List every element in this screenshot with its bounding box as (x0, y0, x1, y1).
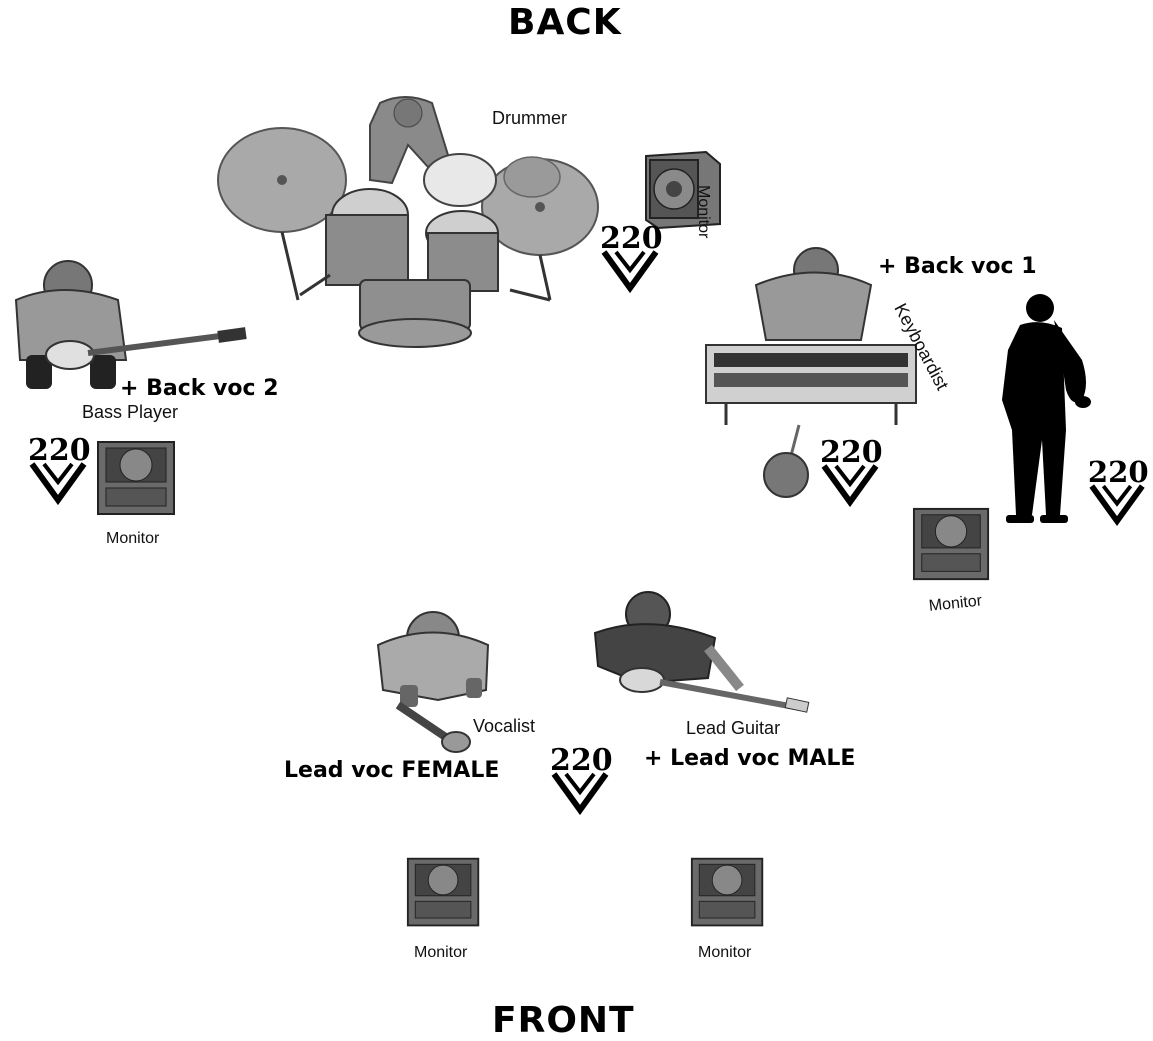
power-outlet-icon: 220 (820, 435, 883, 508)
drummer-label: Drummer (492, 108, 567, 128)
vocalist-label: Vocalist (473, 716, 536, 736)
power-outlet-icon: 220 (600, 221, 663, 294)
monitor-speaker-icon (406, 857, 480, 927)
keyboardist-icon (705, 247, 917, 498)
vocalist-vocal-label: Lead voc FEMALE (284, 758, 500, 783)
bass-vocal-label: + Back voc 2 (120, 376, 279, 401)
lead-guitar-label: Lead Guitar (686, 718, 781, 738)
keys-vocal-label: + Back voc 1 (878, 254, 1037, 279)
front-right-monitor-label: Monitor (698, 944, 752, 961)
lead-guitar-icon (593, 591, 810, 713)
monitor-speaker-icon (645, 150, 721, 230)
monitor-speaker-icon (690, 857, 764, 927)
monitor-speaker-icon (912, 507, 990, 581)
drum-monitor-label: Monitor (695, 185, 712, 239)
svg-text:220: 220 (550, 743, 613, 778)
svg-text:220: 220 (600, 221, 663, 256)
svg-text:220: 220 (1088, 455, 1149, 489)
bass-monitor-label: Monitor (106, 530, 160, 547)
saxophone-silhouette-icon (1002, 294, 1091, 523)
stage-back-label: BACK (508, 2, 622, 43)
stage-front-label: FRONT (492, 1000, 635, 1041)
lead-guitar-vocal-label: + Lead voc MALE (644, 746, 856, 771)
monitor-speaker-icon (97, 441, 175, 515)
keys-monitor-label: Monitor (928, 592, 983, 615)
bass-player-icon (14, 260, 247, 389)
vocalist-icon (376, 611, 490, 753)
drum-kit-icon (217, 96, 599, 348)
power-outlet-icon: 220 (550, 743, 613, 816)
power-outlet-icon: 220 (28, 433, 91, 506)
svg-text:220: 220 (28, 433, 91, 468)
front-left-monitor-label: Monitor (414, 944, 468, 961)
bass-player-label: Bass Player (82, 402, 179, 422)
svg-text:220: 220 (820, 435, 883, 470)
power-outlet-icon: 220 (1088, 455, 1149, 527)
